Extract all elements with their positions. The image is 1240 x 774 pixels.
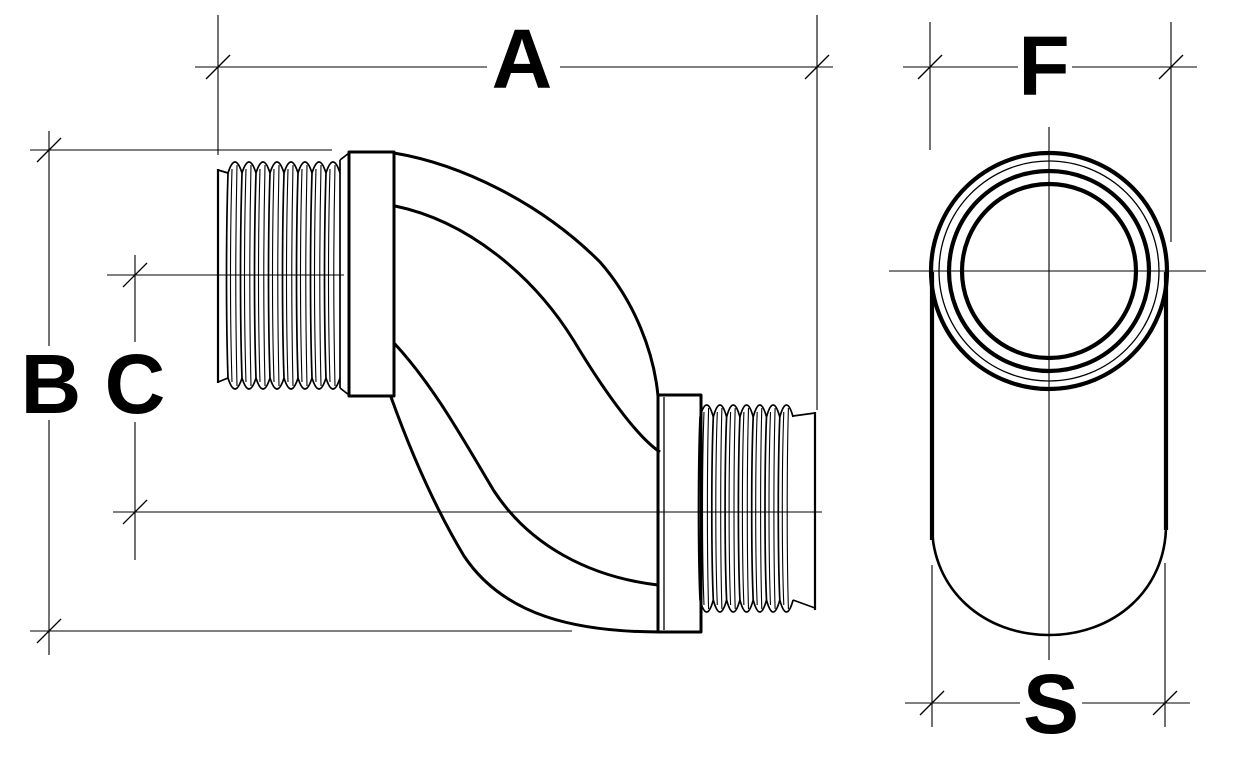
dimension-s: S	[905, 563, 1190, 751]
upper-male-thread	[216, 161, 341, 390]
outer-bottom-curve	[389, 396, 662, 634]
bore-circle	[959, 181, 1139, 361]
collar-outline	[656, 393, 703, 634]
dim-f-label: F	[1018, 19, 1069, 113]
dim-s-label: S	[1023, 657, 1079, 751]
upper-collar	[339, 150, 396, 398]
thread-ridge	[777, 404, 794, 613]
collar-outline	[347, 150, 396, 398]
thread-root-circle	[938, 160, 1160, 382]
inner-top-curve	[394, 204, 661, 454]
dimension-a: A	[195, 12, 833, 410]
body-outline	[929, 272, 1169, 637]
inner-bottom-curve	[392, 341, 659, 587]
dim-a-label: A	[492, 12, 553, 106]
lower-male-thread	[697, 404, 817, 613]
outer-circle	[928, 150, 1170, 392]
lower-collar	[656, 393, 703, 634]
end-view: F S	[889, 19, 1206, 751]
middle-circle	[946, 168, 1152, 374]
outer-top-curve	[393, 151, 660, 397]
body-bottom-arc	[930, 524, 1168, 637]
side-view: A B C	[21, 12, 833, 655]
dimension-f: F	[903, 19, 1197, 242]
dimension-b: B	[21, 131, 572, 655]
s-body-curves	[389, 151, 662, 634]
centerlines	[889, 127, 1206, 660]
dim-c-label: C	[105, 337, 166, 431]
dimension-c: C	[105, 255, 166, 560]
port-circles	[928, 150, 1170, 392]
dim-b-label: B	[21, 337, 82, 431]
centerlines	[107, 274, 822, 513]
